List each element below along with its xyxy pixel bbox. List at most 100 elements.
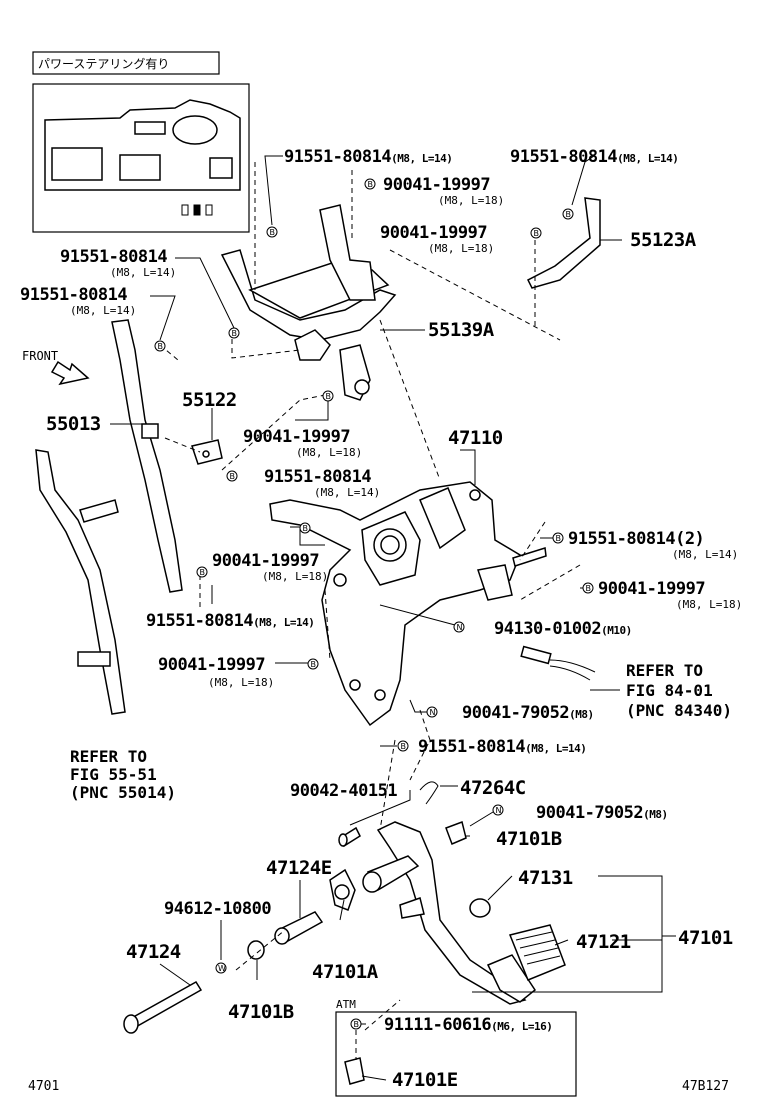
svg-text:W: W [218,964,226,973]
callout-90041-79052-b: 90041-79052(M8) [536,803,668,823]
symbol-b-14: B [397,740,409,752]
svg-text:B: B [586,584,592,593]
svg-text:B: B [534,229,540,238]
symbol-b-13: B [307,658,319,670]
callout-91551-80814-2-spec: (M8, L=14) [672,548,738,561]
svg-text:B: B [303,524,309,533]
svg-text:B: B [270,228,276,237]
bushing-47131 [469,898,491,918]
callout-91551-80814-b: 91551-80814(M8, L=14) [510,147,678,167]
svg-text:N: N [457,623,463,632]
footer-right: 47B127 [682,1079,729,1094]
clip-47264c [419,781,439,805]
svg-text:B: B [311,660,317,669]
svg-text:B: B [200,568,206,577]
symbol-b-15: B [350,1018,362,1030]
svg-text:B: B [158,342,164,351]
callout-47124: 47124 [126,941,181,963]
svg-text:B: B [566,210,572,219]
callout-90041-19997-c: 90041-19997 [243,427,350,447]
pivot-tube-47124e [274,855,420,945]
symbol-b-9: B [299,522,311,534]
callout-94612-10800: 94612-10800 [164,899,271,919]
front-arrow-icon [50,360,90,386]
symbol-n-2: N [426,706,438,718]
symbol-b-12: B [582,582,594,594]
bushing-47101b-upper [445,821,467,845]
callout-90042-40151: 90042-40151 [290,781,397,801]
callout-47110: 47110 [448,427,503,449]
pedal-support-47110 [269,481,547,727]
callout-91551-80814-d-spec: (M8, L=14) [70,304,136,317]
callout-91551-80814-g: 91551-80814(M8, L=14) [418,737,586,757]
callout-90041-19997-e-spec: (M8, L=18) [676,598,742,611]
callout-90041-19997-d: 90041-19997 [212,551,319,571]
symbol-b-4: B [530,227,542,239]
callout-47101b-upper: 47101B [496,828,562,850]
svg-text:B: B [401,742,407,751]
refer-a-line1: REFER TO [70,747,147,766]
callout-90041-19997-b-spec: (M8, L=18) [428,242,494,255]
callout-91551-80814-e: 91551-80814 [264,467,371,487]
refer-b-line2: FIG 84-01 [626,681,713,700]
svg-text:B: B [556,534,562,543]
bolt-47124 [123,980,203,1034]
front-label: FRONT [22,349,58,363]
stopper-47101e [344,1057,365,1085]
symbol-b-11: B [196,566,208,578]
svg-text:B: B [368,180,374,189]
callout-55139a: 55139A [428,319,495,341]
svg-text:N: N [430,708,436,717]
symbol-b-6: B [154,340,166,352]
callout-55013: 55013 [46,413,101,435]
inset-power-steering: パワーステアリング有り [32,51,250,233]
bracket-55122 [191,439,223,465]
callout-91551-80814-d: 91551-80814 [20,285,127,305]
symbol-n-1: N [453,621,465,633]
brace-55014 [35,449,126,715]
callout-47131: 47131 [518,867,573,889]
atm-box: ATM 91111-60616(M6, L=16) 47101E [335,998,577,1097]
symbol-b-5: B [228,327,240,339]
footer-left: 4701 [28,1079,59,1094]
svg-text:B: B [230,472,236,481]
symbol-w-1: W [215,962,227,974]
bushing-47101b-lower [247,940,265,960]
callout-47121: 47121 [576,931,631,953]
callout-47101: 47101 [678,927,733,949]
callout-91551-80814-f: 91551-80814(M8, L=14) [146,611,314,631]
callout-90041-19997-e: 90041-19997 [598,579,705,599]
callout-90041-19997-f-spec: (M8, L=18) [208,676,274,689]
callout-47101a: 47101A [312,961,379,983]
symbol-n-3: N [492,804,504,816]
svg-text:B: B [326,392,332,401]
callout-91551-80814-a: 91551-80814(M8, L=14) [284,147,452,167]
callout-55122: 55122 [182,389,237,411]
callout-91551-80814-c-spec: (M8, L=14) [110,266,176,279]
refer-a-line2: FIG 55-51 [70,765,157,784]
brace-55013 [111,319,183,593]
callout-91111-60616: 91111-60616(M6, L=16) [384,1015,552,1035]
symbol-b-8: B [226,470,238,482]
callout-91551-80814-e-spec: (M8, L=14) [314,486,380,499]
callout-90041-19997-b: 90041-19997 [380,223,487,243]
stop-lamp-switch [520,645,596,681]
return-spring-47101a [329,868,356,911]
svg-text:B: B [354,1020,360,1029]
callout-55123a: 55123A [630,229,697,251]
callout-90041-79052-a: 90041-79052(M8) [462,703,594,723]
symbol-b-7: B [322,390,334,402]
symbol-b-2: B [364,178,376,190]
callout-91551-80814-2: 91551-80814(2) [568,529,704,549]
callout-90041-19997-f: 90041-19997 [158,655,265,675]
callout-91551-80814-c: 91551-80814 [60,247,167,267]
callout-94130-01002: 94130-01002(M10) [494,619,632,639]
callout-47264c: 47264C [460,777,526,799]
symbol-b-1: B [266,226,278,238]
refer-a-line3: (PNC 55014) [70,783,176,802]
refer-b-line1: REFER TO [626,661,703,680]
callout-47124e: 47124E [266,857,332,879]
callout-47101b-lower: 47101B [228,1001,294,1023]
symbol-b-10: B [552,532,564,544]
